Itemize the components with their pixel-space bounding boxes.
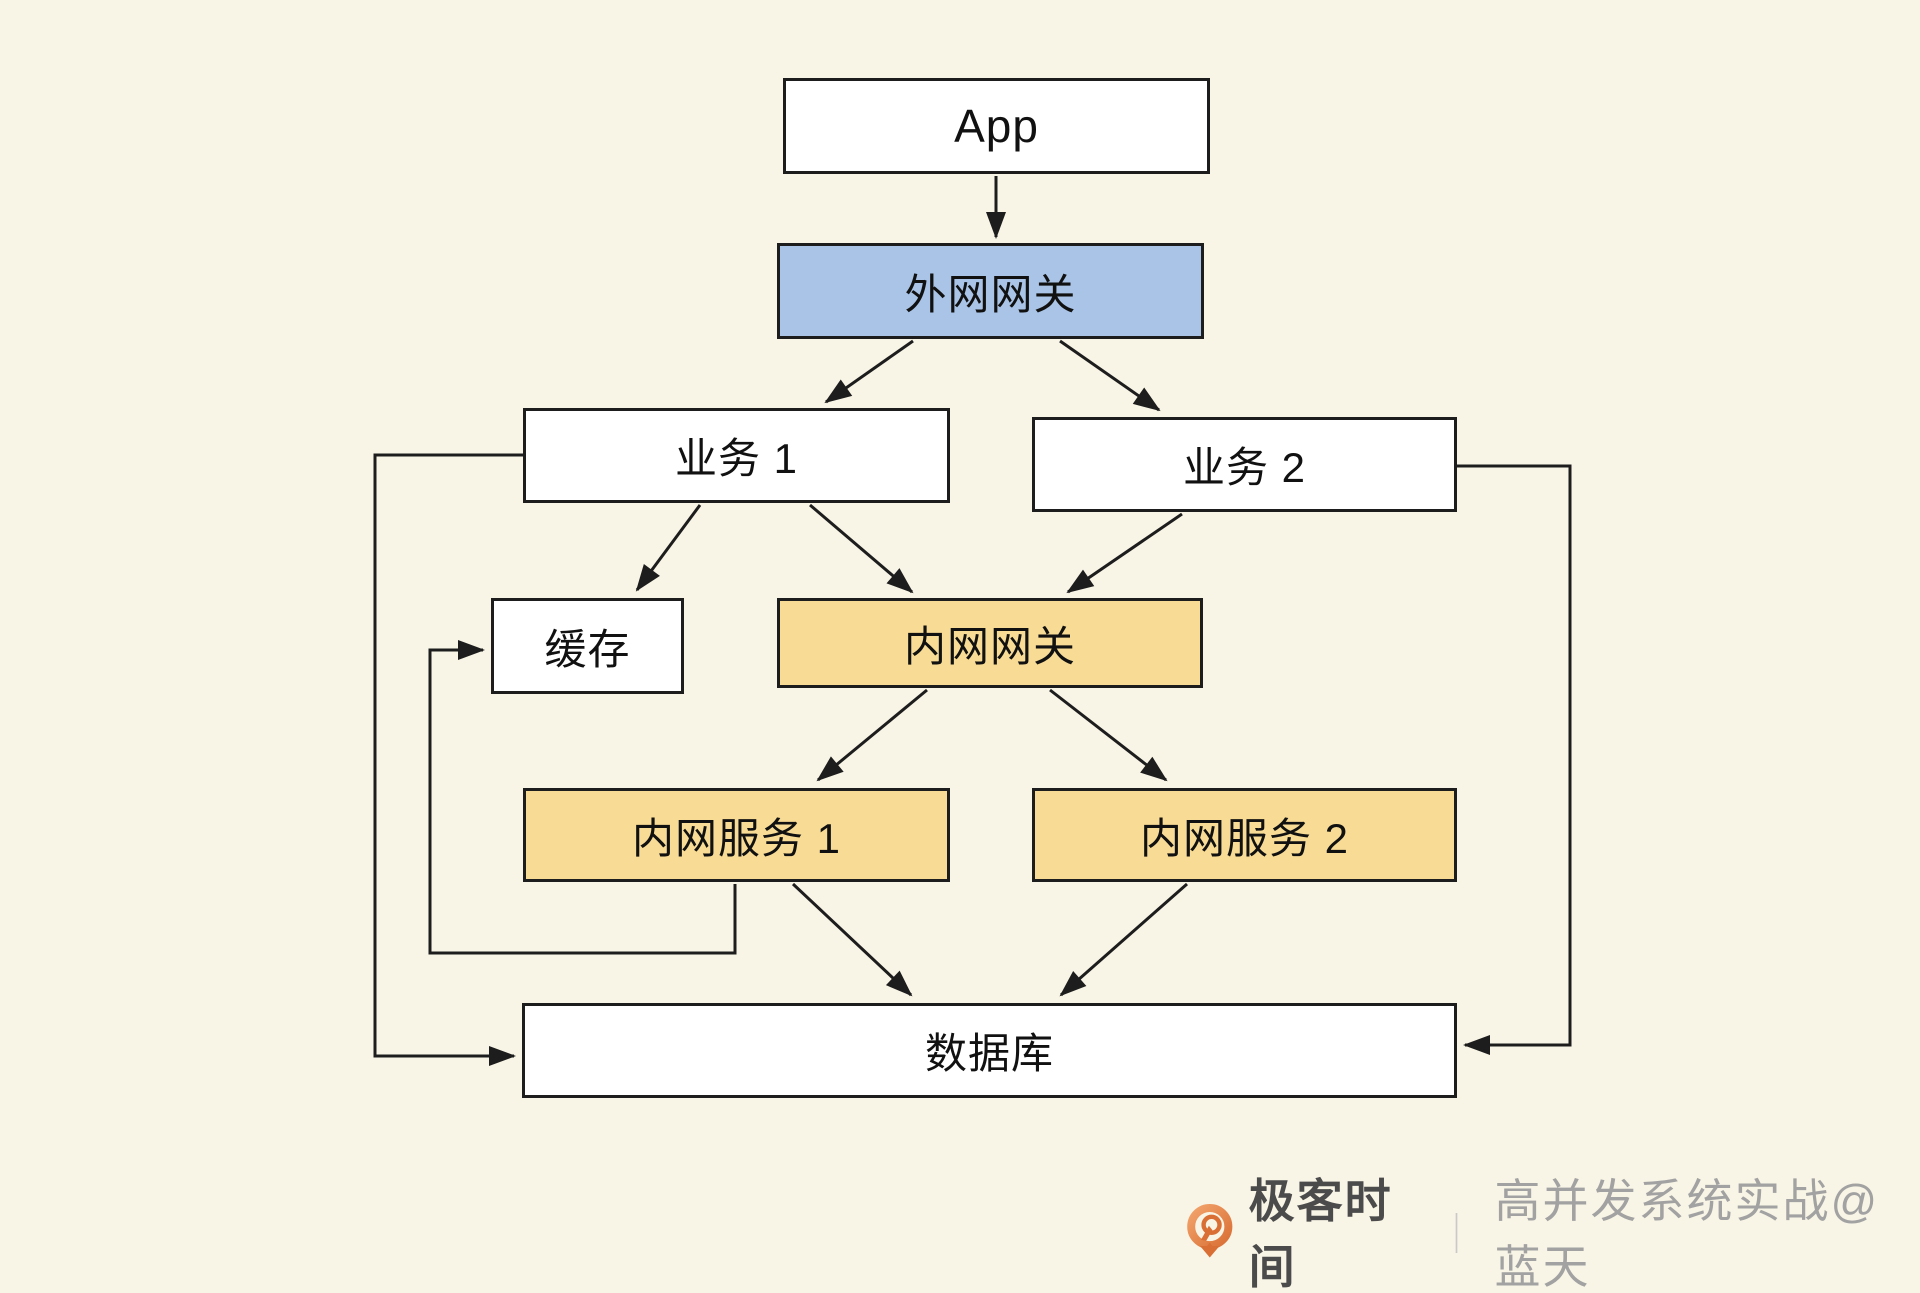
- edge-biz2-to-internal-gateway: [1066, 512, 1183, 594]
- edge-biz1-to-internal-gateway: [809, 503, 914, 594]
- node-app: App: [783, 78, 1210, 174]
- geektime-logo-icon: [1187, 1204, 1233, 1258]
- node-internal-gateway: 内网网关: [777, 598, 1203, 688]
- node-internal-gateway-label: 内网网关: [903, 622, 1076, 670]
- node-external-gateway-label: 外网网关: [904, 270, 1077, 318]
- node-database-label: 数据库: [924, 1030, 1054, 1077]
- node-biz1: 业务 1: [523, 408, 950, 503]
- footer-brand-text: 极客时间: [1248, 1175, 1393, 1293]
- node-svc2-label: 内网服务 2: [1139, 814, 1350, 862]
- node-biz1-label: 业务 1: [674, 435, 799, 482]
- edge-biz2-to-database-right: [1457, 464, 1572, 1055]
- edge-svc1-to-database: [791, 882, 913, 997]
- edge-biz1-to-cache: [635, 504, 702, 592]
- node-external-gateway: 外网网关: [777, 243, 1204, 339]
- node-svc2: 内网服务 2: [1032, 788, 1457, 882]
- node-cache: 缓存: [491, 598, 684, 694]
- edge-internal-gateway-to-svc2: [1049, 688, 1168, 782]
- edge-svc1-to-cache-loop: [428, 640, 737, 955]
- edge-svc2-to-database: [1059, 882, 1188, 997]
- node-svc1: 内网服务 1: [523, 788, 950, 882]
- node-cache-label: 缓存: [544, 625, 631, 673]
- edge-external-gateway-to-biz1: [824, 339, 914, 404]
- edge-biz1-to-database-left: [373, 453, 523, 1066]
- node-biz2-label: 业务 2: [1182, 444, 1307, 491]
- node-biz2: 业务 2: [1032, 417, 1457, 512]
- edge-internal-gateway-to-svc1: [816, 688, 928, 782]
- footer-separator: ｜: [1436, 1213, 1477, 1257]
- footer-course-text: 高并发系统实战@蓝天: [1494, 1175, 1880, 1293]
- edge-external-gateway-to-biz2: [1059, 339, 1161, 412]
- node-app-label: App: [954, 100, 1039, 152]
- node-database: 数据库: [522, 1003, 1457, 1098]
- footer-watermark: 极客时间 ｜ 高并发系统实战@蓝天: [1185, 1175, 1920, 1293]
- node-svc1-label: 内网服务 1: [631, 814, 842, 862]
